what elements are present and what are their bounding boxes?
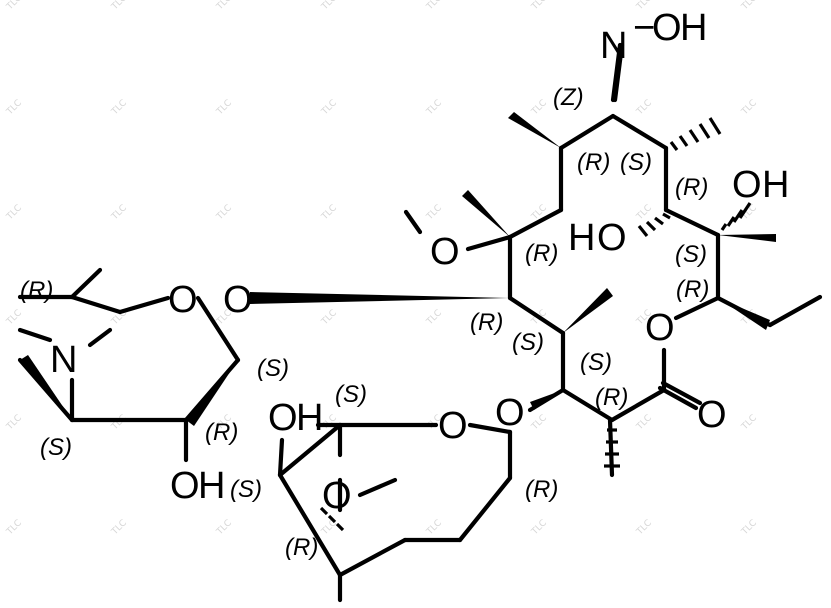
stereo-s-c4: (S) (512, 329, 544, 356)
stereo-r-c6: (R) (525, 240, 558, 267)
watermark-text: TLC (424, 518, 444, 538)
atom-labels: O H − N O H H O O O O O O N O H O H O O … (50, 7, 789, 517)
stereo-descriptors: (Z) (R) (S) (R) (R) (S) (R) (R) (S) (S) … (20, 84, 709, 561)
sugar1-ring-o: O (168, 279, 198, 321)
stereo-r-cladc3: (R) (285, 534, 318, 561)
watermark-text: TLC (109, 518, 129, 538)
watermark-text: TLC (739, 0, 759, 13)
carbonyl-o: O (697, 394, 727, 436)
stereo-hashes (319, 117, 752, 532)
watermark-text: TLC (4, 308, 24, 328)
watermark-text: TLC (109, 413, 129, 433)
watermark-text: TLC (529, 518, 549, 538)
stereo-s-s1c1: (S) (257, 355, 289, 382)
watermark-text: TLC (4, 518, 24, 538)
stereo-s-s1c3: (S) (40, 434, 72, 461)
oxime-n: N (600, 25, 627, 67)
lactone-ring-o: O (645, 307, 675, 349)
oh-c11-h: H (762, 164, 789, 206)
cladinose-ring-o: O (438, 405, 468, 447)
stereo-r-c11: (R) (675, 174, 708, 201)
watermark-text: TLC (739, 413, 759, 433)
watermark-text: TLC (214, 203, 234, 223)
stereo-s-c3: (S) (580, 349, 612, 376)
watermark-text: TLC (4, 98, 24, 118)
watermark-text: TLC (4, 0, 24, 13)
watermark-text: TLC (634, 203, 654, 223)
watermark-layer: TLC TLC TLC TLC TLC TLC TLC TLC TLC TLC TLC TLC TLC T… (4, 0, 759, 538)
stereo-r-c5: (R) (470, 309, 503, 336)
watermark-text: TLC (319, 308, 339, 328)
watermark-text: TLC (4, 203, 24, 223)
cladinose-oh-o: O (268, 397, 298, 439)
stereo-wedges (20, 112, 776, 426)
watermark-text: TLC (214, 518, 234, 538)
watermark-text: TLC (214, 98, 234, 118)
watermark-text: TLC (424, 203, 444, 223)
glycosidic-o: O (223, 279, 253, 321)
cladinose-oh-h: H (296, 397, 323, 439)
cladinose-ome-o: O (322, 475, 352, 517)
amine-n: N (50, 339, 77, 381)
oxime-oh-h: H (680, 7, 707, 49)
watermark-text: TLC (634, 518, 654, 538)
watermark-text: TLC (319, 98, 339, 118)
watermark-text: TLC (739, 518, 759, 538)
stereo-s-c12: (S) (675, 241, 707, 268)
watermark-text: TLC (634, 98, 654, 118)
ho-c10-o: O (597, 217, 627, 259)
stereo-z-oxime: (Z) (553, 84, 584, 111)
watermark-text: TLC (109, 203, 129, 223)
oxime-bond-dash: − (633, 7, 655, 49)
watermark-text: TLC (319, 518, 339, 538)
watermark-text: TLC (529, 98, 549, 118)
watermark-text: TLC (529, 0, 549, 13)
watermark-text: TLC (4, 413, 24, 433)
bond-skeleton (17, 42, 823, 603)
watermark-text: TLC (634, 413, 654, 433)
stereo-r-cladc1: (R) (525, 476, 558, 503)
watermark-text: TLC (319, 0, 339, 13)
oh-c11-o: O (732, 164, 762, 206)
stereo-r-c13: (R) (676, 276, 709, 303)
stereo-s-cladc5: (S) (335, 381, 367, 408)
watermark-text: TLC (424, 308, 444, 328)
stereo-r-s1c5: (R) (20, 277, 53, 304)
oxime-oh-o: O (652, 7, 682, 49)
stereo-s-c10: (S) (620, 149, 652, 176)
ho-c10-h: H (568, 217, 595, 259)
stereo-r-s1c2: (R) (205, 419, 238, 446)
watermark-text: TLC (109, 98, 129, 118)
stereo-r-c2: (R) (595, 384, 628, 411)
watermark-text: TLC (319, 203, 339, 223)
watermark-text: TLC (424, 0, 444, 13)
stereo-r-c8: (R) (577, 149, 610, 176)
watermark-text: TLC (109, 0, 129, 13)
ester-o: O (495, 392, 525, 434)
watermark-text: TLC (214, 0, 234, 13)
stereo-s-cladc4: (S) (230, 476, 262, 503)
watermark-text: TLC (739, 98, 759, 118)
sugar1-oh-o: O (170, 465, 200, 507)
watermark-text: TLC (424, 98, 444, 118)
sugar1-oh-h: H (198, 465, 225, 507)
watermark-text: TLC (529, 413, 549, 433)
methoxy-o: O (430, 231, 460, 273)
